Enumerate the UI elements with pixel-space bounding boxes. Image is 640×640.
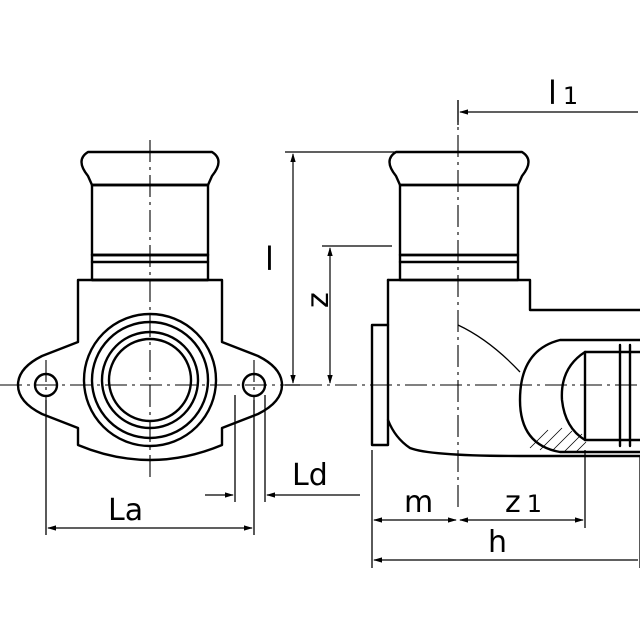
- dimension-l: l: [265, 151, 395, 386]
- front-outlet-ring-outer: [82, 312, 218, 448]
- dimension-z: z: [301, 245, 392, 384]
- front-press-cap: [80, 150, 220, 187]
- label-z: z: [301, 292, 336, 308]
- side-socket: [398, 183, 520, 257]
- dimension-la: La: [45, 400, 255, 535]
- label-la: La: [108, 493, 143, 528]
- dimension-h: h: [373, 455, 640, 568]
- front-body: [16, 278, 284, 462]
- side-view: [300, 100, 640, 510]
- dimension-m: m: [371, 450, 457, 568]
- label-m: m: [404, 485, 433, 520]
- front-view: [0, 140, 290, 480]
- label-h: h: [488, 525, 507, 560]
- label-ld: Ld: [292, 458, 328, 493]
- label-l: l: [265, 240, 274, 278]
- side-body: [386, 278, 640, 312]
- dimension-ld: Ld: [205, 395, 360, 502]
- side-section-hatch: [529, 427, 587, 453]
- side-press-cap: [388, 150, 530, 187]
